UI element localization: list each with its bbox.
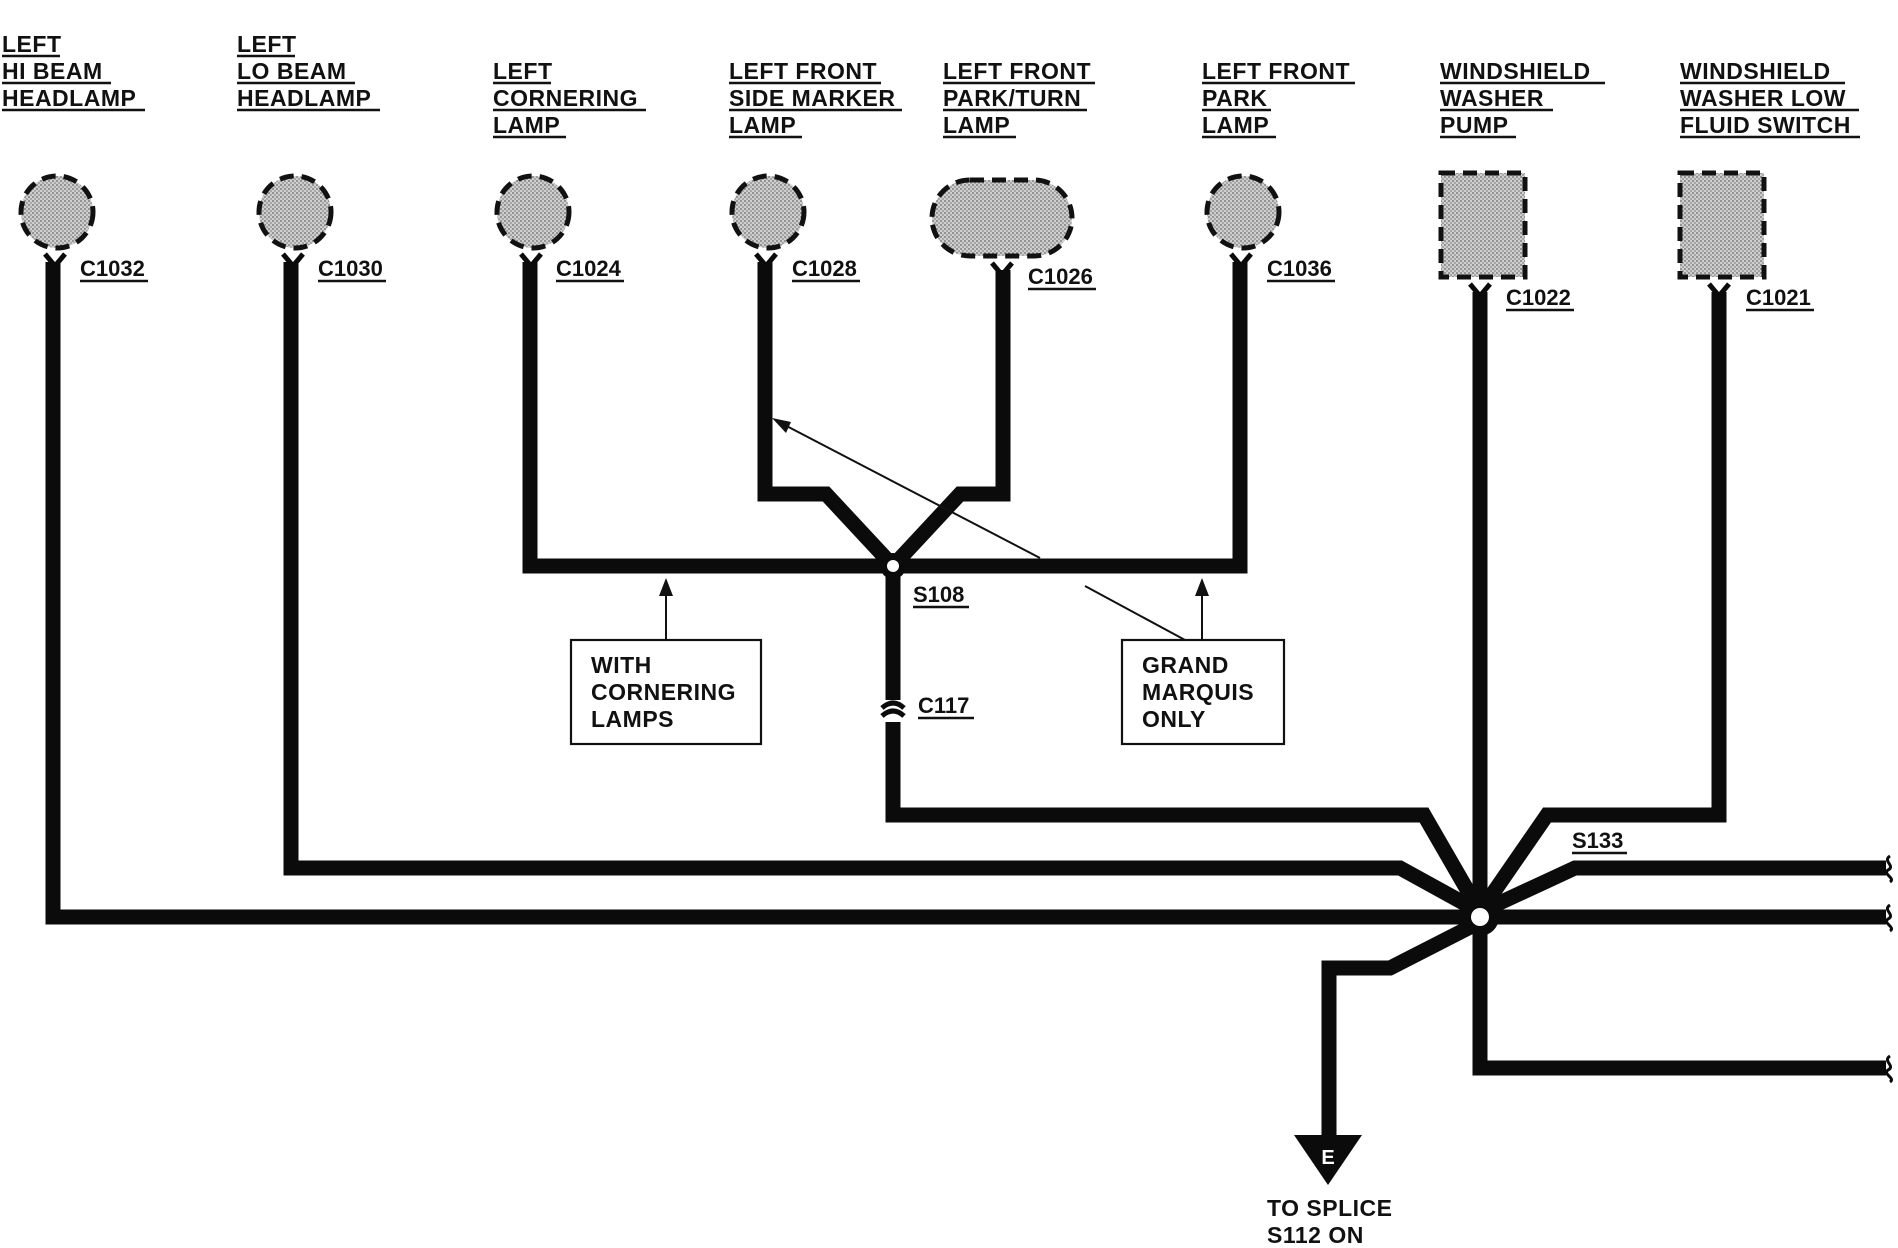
cornering-lamp-symbol (494, 173, 572, 251)
svg-text:LEFT FRONT: LEFT FRONT (943, 58, 1091, 84)
svg-text:HI BEAM: HI BEAM (2, 58, 103, 84)
wire-hi-beam (45, 262, 1480, 925)
svg-text:C1022: C1022 (1506, 285, 1571, 310)
label-park-turn-lamp: LEFT FRONT PARK/TURN LAMP (943, 58, 1095, 139)
ground-symbol: E (1294, 1135, 1362, 1185)
splice-s108: S108 (880, 553, 969, 609)
label-side-marker-lamp: LEFT FRONT SIDE MARKER LAMP (729, 58, 902, 139)
svg-text:HEADLAMP: HEADLAMP (2, 85, 136, 111)
wire-park-turn (887, 270, 1011, 572)
svg-text:CORNERING: CORNERING (493, 85, 638, 111)
svg-text:CORNERING: CORNERING (591, 679, 736, 705)
splice-s133: S133 (1461, 828, 1627, 936)
svg-text:C1030: C1030 (318, 256, 383, 281)
svg-text:C1026: C1026 (1028, 264, 1093, 289)
svg-text:LEFT FRONT: LEFT FRONT (1202, 58, 1350, 84)
wire-side-marker (757, 262, 899, 572)
svg-text:S108: S108 (913, 582, 964, 607)
svg-text:WASHER LOW: WASHER LOW (1680, 85, 1846, 111)
wire-washer-pump (1472, 292, 1886, 1076)
svg-text:GRAND: GRAND (1142, 652, 1229, 678)
wire-break-ends (1885, 854, 1893, 1084)
svg-text:PARK: PARK (1202, 85, 1267, 111)
svg-text:ONLY: ONLY (1142, 706, 1206, 732)
label-washer-pump: WINDSHIELD WASHER PUMP (1440, 58, 1605, 139)
wires (45, 262, 1886, 1140)
svg-text:E: E (1321, 1147, 1334, 1169)
svg-text:LAMPS: LAMPS (591, 706, 674, 732)
wire-c117-to-s133 (885, 722, 1487, 916)
svg-text:C117: C117 (918, 693, 969, 718)
svg-text:LEFT: LEFT (237, 31, 297, 57)
svg-text:SIDE MARKER: SIDE MARKER (729, 85, 896, 111)
label-lo-beam-headlamp: LEFT LO BEAM HEADLAMP (237, 31, 380, 112)
svg-text:LAMP: LAMP (1202, 112, 1269, 138)
hi-beam-headlamp-symbol (18, 173, 96, 251)
label-cornering-lamp: LEFT CORNERING LAMP (493, 58, 646, 139)
park-turn-lamp-symbol (929, 177, 1075, 259)
svg-text:LEFT: LEFT (493, 58, 553, 84)
wire-low-fluid-switch (1473, 292, 1727, 917)
wire-lo-beam (283, 262, 1484, 919)
svg-text:FLUID SWITCH: FLUID SWITCH (1680, 112, 1851, 138)
svg-text:S112 ON: S112 ON (1267, 1222, 1364, 1248)
svg-text:C1028: C1028 (792, 256, 857, 281)
svg-text:TO SPLICE: TO SPLICE (1267, 1195, 1393, 1221)
svg-text:C1032: C1032 (80, 256, 145, 281)
svg-text:HEADLAMP: HEADLAMP (237, 85, 371, 111)
wire-exit-upper (1476, 860, 1886, 919)
svg-text:C1024: C1024 (556, 256, 622, 281)
svg-text:PUMP: PUMP (1440, 112, 1508, 138)
svg-text:PARK/TURN: PARK/TURN (943, 85, 1081, 111)
wire-park (893, 262, 1248, 574)
note-with-cornering-lamps: WITH CORNERING LAMPS (569, 578, 763, 746)
low-fluid-switch-symbol (1677, 170, 1767, 280)
svg-text:WINDSHIELD: WINDSHIELD (1680, 58, 1831, 84)
svg-text:LEFT: LEFT (2, 31, 62, 57)
wire-cornering (522, 262, 893, 574)
svg-text:S133: S133 (1572, 828, 1623, 853)
svg-text:WINDSHIELD: WINDSHIELD (1440, 58, 1591, 84)
svg-text:LAMP: LAMP (493, 112, 560, 138)
wire-to-ground (1321, 915, 1484, 1140)
washer-pump-symbol (1438, 170, 1528, 280)
svg-text:C1036: C1036 (1267, 256, 1332, 281)
svg-text:C1021: C1021 (1746, 285, 1811, 310)
label-hi-beam-headlamp: LEFT HI BEAM HEADLAMP (2, 31, 145, 112)
park-lamp-symbol (1204, 173, 1282, 251)
ground-destination-label: TO SPLICE S112 ON (1267, 1195, 1393, 1248)
svg-text:LO BEAM: LO BEAM (237, 58, 347, 84)
svg-text:LEFT FRONT: LEFT FRONT (729, 58, 877, 84)
svg-text:MARQUIS: MARQUIS (1142, 679, 1254, 705)
side-marker-lamp-symbol (729, 173, 807, 251)
lo-beam-headlamp-symbol (256, 173, 334, 251)
label-washer-low-fluid-switch: WINDSHIELD WASHER LOW FLUID SWITCH (1680, 58, 1860, 139)
connector-labels: C1032 C1030 C1024 C1028 C1026 C1036 C102… (80, 256, 1814, 312)
svg-text:WITH: WITH (591, 652, 652, 678)
svg-text:LAMP: LAMP (943, 112, 1010, 138)
svg-text:LAMP: LAMP (729, 112, 796, 138)
c117-inline-connector: C117 (880, 693, 974, 722)
note-grand-marquis-only: GRAND MARQUIS ONLY (772, 418, 1286, 746)
svg-text:WASHER: WASHER (1440, 85, 1544, 111)
label-park-lamp: LEFT FRONT PARK LAMP (1202, 58, 1355, 139)
